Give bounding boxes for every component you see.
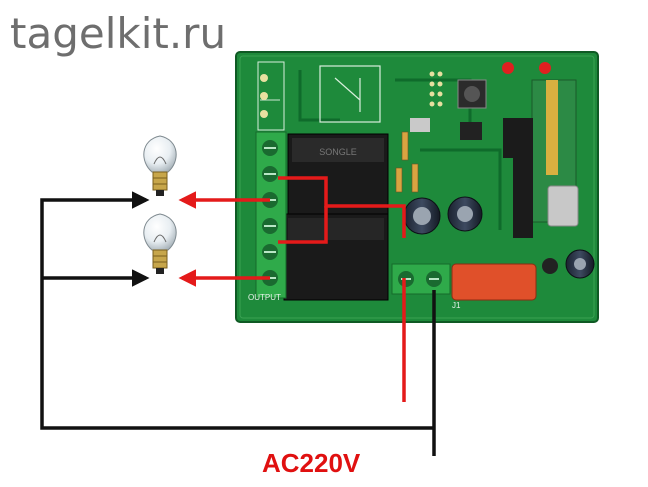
site-watermark: tagelkit.ru xyxy=(10,9,227,58)
supply-voltage-label: AC220V xyxy=(262,448,361,478)
relay-bottom xyxy=(283,213,389,301)
live-wire xyxy=(178,176,406,402)
connector-ref-label: J1 xyxy=(452,301,461,310)
light-bulb-top xyxy=(143,135,177,196)
power-terminal-block xyxy=(391,263,451,295)
output-label: OUTPUT xyxy=(248,293,281,302)
svg-text:SONGLE: SONGLE xyxy=(319,147,357,157)
neutral-wire xyxy=(40,191,436,456)
light-bulb-bottom xyxy=(143,213,177,274)
relay-top: SONGLE xyxy=(287,133,389,215)
electrolytic-capacitor xyxy=(403,196,595,279)
pcb-board: SONGLE OUTPUT J1 xyxy=(235,51,599,323)
x2-capacitor xyxy=(451,263,537,301)
led-left xyxy=(502,62,514,74)
output-terminal-block xyxy=(255,131,287,299)
led-right xyxy=(539,62,551,74)
